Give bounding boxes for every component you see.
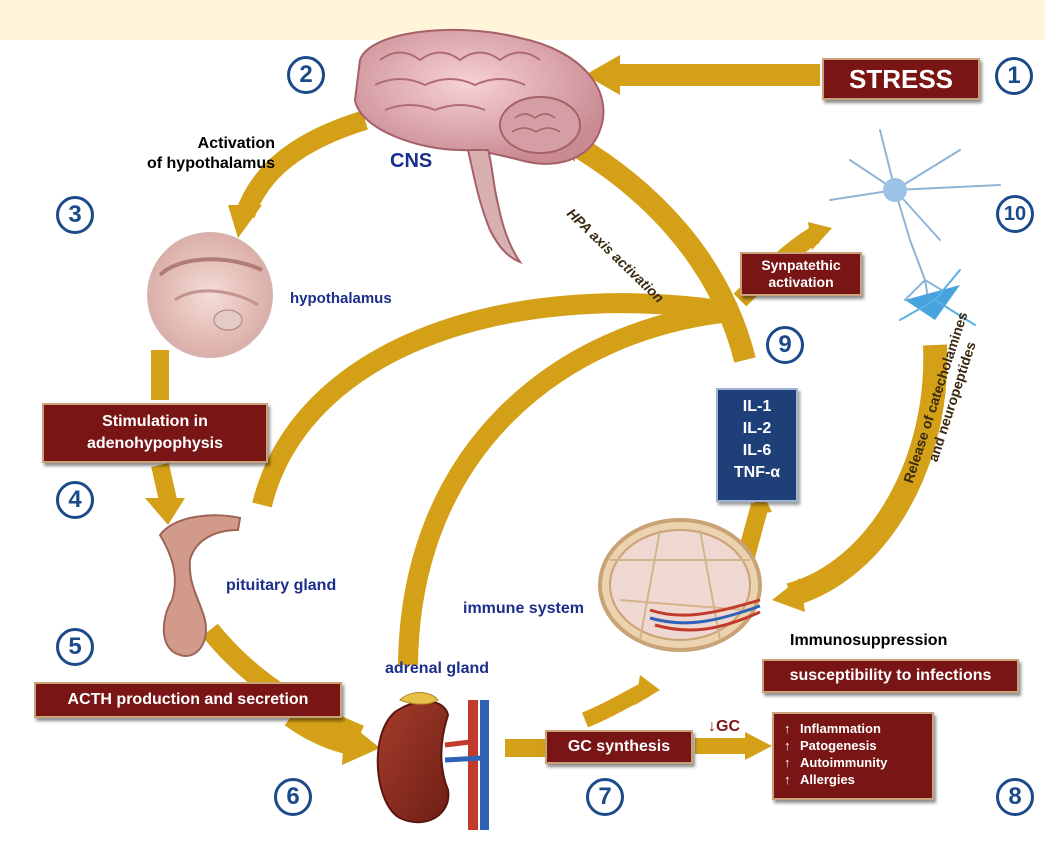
brain-illustration	[355, 30, 603, 262]
stimulation-line-1: Stimulation in	[102, 411, 208, 433]
cytokine-item: IL-2	[718, 418, 796, 440]
acth-box: ACTH production and secretion	[34, 682, 342, 718]
activation-label: Activation of hypothalamus	[120, 134, 275, 174]
gc-synthesis-box: GC synthesis	[545, 730, 693, 764]
hypothalamus-label: hypothalamus	[290, 290, 392, 307]
step-number-10: 10	[996, 195, 1034, 233]
step-number-1: 1	[995, 57, 1033, 95]
adrenal-gland-label: adrenal gland	[385, 660, 489, 678]
synpatethic-box: Synpatethic activation	[740, 252, 862, 296]
susceptibility-box: susceptibility to infections	[762, 659, 1019, 693]
lymph-node-illustration	[600, 520, 760, 650]
step-number-8: 8	[996, 778, 1034, 816]
effect-item: ↑Autoimmunity	[784, 754, 922, 771]
cytokine-item: TNF-α	[718, 462, 796, 484]
effects-box: ↑Inflammation ↑Patogenesis ↑Autoimmunity…	[772, 712, 934, 800]
step-number-7: 7	[586, 778, 624, 816]
immunosuppression-label: Immunosuppression	[790, 632, 947, 650]
cns-label: CNS	[390, 150, 432, 173]
step-number-4: 4	[56, 481, 94, 519]
effect-item: ↑Inflammation	[784, 720, 922, 737]
step-number-5: 5	[56, 628, 94, 666]
kidney-illustration	[378, 693, 489, 831]
step-number-9: 9	[766, 326, 804, 364]
step-number-2: 2	[287, 56, 325, 94]
cytokine-item: IL-6	[718, 440, 796, 462]
hypothalamus-illustration	[148, 233, 272, 357]
effect-item: ↑Patogenesis	[784, 737, 922, 754]
pituitary-label: pituitary gland	[226, 577, 336, 595]
cytokine-item: IL-1	[718, 396, 796, 418]
immune-system-label: immune system	[463, 600, 584, 618]
stimulation-box: Stimulation in adenohypophysis	[42, 403, 268, 463]
arrow-to-pituitary	[160, 465, 168, 500]
stress-box: STRESS	[822, 58, 980, 100]
step-number-6: 6	[274, 778, 312, 816]
synpatethic-line-2: activation	[768, 274, 833, 291]
step-number-3: 3	[56, 196, 94, 234]
stimulation-line-2: adenohypophysis	[87, 433, 223, 455]
effect-item: ↑Allergies	[784, 771, 922, 788]
cytokines-box: IL-1 IL-2 IL-6 TNF-α	[716, 388, 798, 502]
synpatethic-line-1: Synpatethic	[761, 257, 840, 274]
arrow-gc-to-immune	[585, 690, 645, 720]
down-gc-label: ↓GC	[708, 718, 740, 736]
